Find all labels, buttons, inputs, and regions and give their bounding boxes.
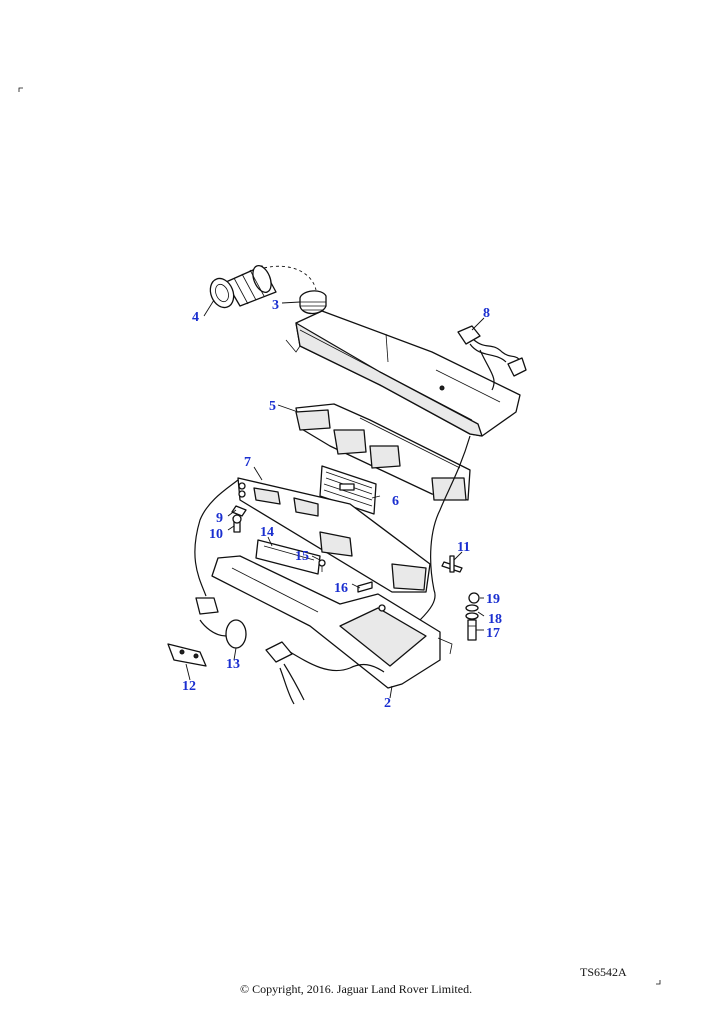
clamp <box>194 479 239 615</box>
fastener-screw-10 <box>232 514 242 533</box>
callout-3: 3 <box>272 298 279 313</box>
callout-17: 17 <box>486 626 500 641</box>
callout-7: 7 <box>244 455 251 470</box>
leader-lines <box>185 299 485 699</box>
mounting-bracket <box>167 643 207 667</box>
callout-13: 13 <box>226 657 240 672</box>
callout-2: 2 <box>384 696 391 711</box>
callout-18: 18 <box>488 612 502 627</box>
copyright-notice: © Copyright, 2016. Jaguar Land Rover Lim… <box>240 982 472 996</box>
t-connector-11 <box>441 555 463 573</box>
callout-14: 14 <box>260 525 274 540</box>
flexible-duct <box>263 265 327 315</box>
bezel <box>255 539 321 575</box>
front-vent-panel <box>237 477 431 593</box>
callout-8: 8 <box>483 306 490 321</box>
callout-5: 5 <box>269 399 276 414</box>
callout-11: 11 <box>457 540 470 555</box>
callout-12: 12 <box>182 679 196 694</box>
intake-hose <box>209 265 277 309</box>
bolt-17 <box>467 619 477 641</box>
fastener-clip-9 <box>231 505 247 517</box>
washer-18 <box>465 604 479 620</box>
callout-9: 9 <box>216 511 223 526</box>
callout-6: 6 <box>392 494 399 509</box>
wiring-loom <box>265 641 385 705</box>
vent-grille <box>319 465 377 515</box>
upper-duct-panel <box>285 310 521 437</box>
connector-harness <box>457 325 527 391</box>
fastener-screw-16 <box>357 581 373 593</box>
fastener-screw-15 <box>318 559 326 572</box>
wire-route-right <box>419 435 471 621</box>
callout-10: 10 <box>209 527 223 542</box>
callout-16: 16 <box>334 581 348 596</box>
reference-code: TS6542A <box>580 965 627 979</box>
nut-19 <box>468 592 480 604</box>
callout-15: 15 <box>295 549 309 564</box>
corner-mark-top-left <box>18 87 23 92</box>
lower-tray <box>211 555 453 689</box>
callout-19: 19 <box>486 592 500 607</box>
corner-mark-bottom-right <box>656 980 661 985</box>
vent-duct-assembly <box>295 403 471 501</box>
sensor-ring <box>199 619 247 649</box>
callout-4: 4 <box>192 310 199 325</box>
